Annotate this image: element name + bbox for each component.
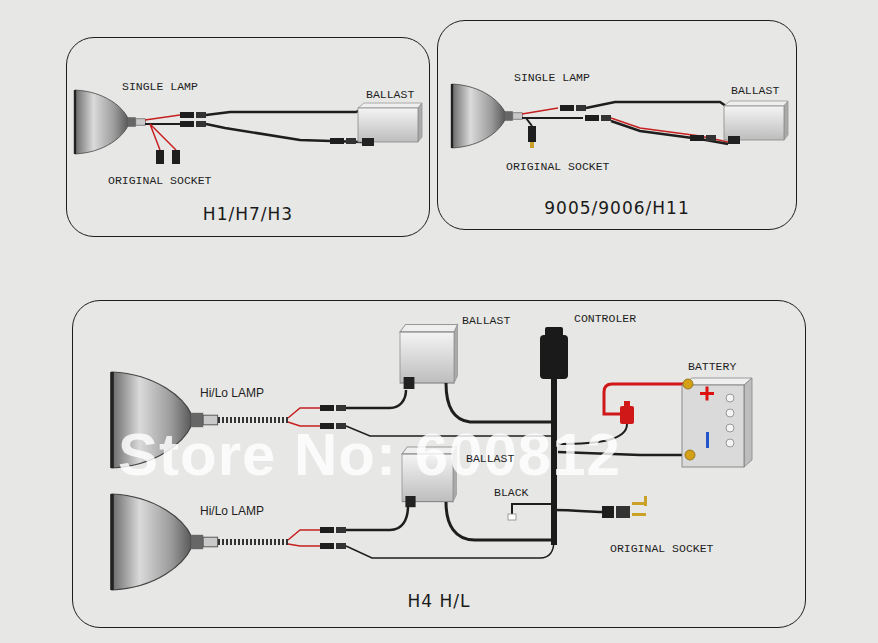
diagram-panel: H1/H7/H3	[66, 37, 430, 237]
part-label: BATTERY	[688, 360, 736, 373]
part-label: Hi/Lo LAMP	[200, 386, 264, 400]
9005-kit-drawing	[452, 84, 788, 148]
watermark: Store No: 600812	[118, 420, 621, 489]
wire-label: BLACK	[494, 486, 529, 499]
part-label: Hi/Lo LAMP	[200, 504, 264, 518]
part-label: ORIGINAL SOCKET	[506, 160, 610, 173]
part-label: BALLAST	[462, 314, 510, 327]
panel-caption: H1/H7/H3	[203, 204, 293, 224]
panel-caption: H4 H/L	[408, 591, 471, 611]
part-label: CONTROLER	[574, 312, 636, 325]
part-label: SINGLE LAMP	[122, 80, 198, 93]
h4-kit-drawing	[112, 325, 752, 591]
h1-kit-drawing	[75, 90, 422, 164]
part-label: BALLAST	[366, 88, 414, 101]
part-label: ORIGINAL SOCKET	[108, 174, 212, 187]
part-label: BALLAST	[731, 84, 779, 97]
part-label: SINGLE LAMP	[514, 71, 590, 84]
diagram-panel: 9005/9006/H11	[437, 20, 797, 230]
part-label: ORIGINAL SOCKET	[610, 542, 714, 555]
panel-caption: 9005/9006/H11	[544, 198, 689, 218]
part-label: BALLAST	[466, 452, 514, 465]
